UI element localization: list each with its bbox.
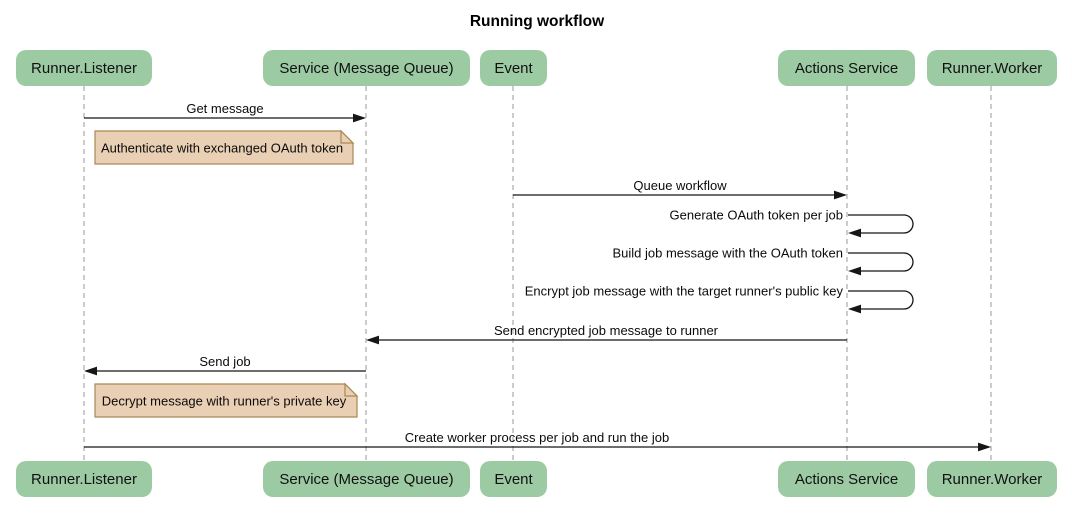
- participant-top-runner-worker: Runner.Worker: [927, 50, 1057, 86]
- self-message-encrypt-job-message: Encrypt job message with the target runn…: [525, 284, 914, 314]
- participant-box: [778, 461, 915, 497]
- participant-label: Runner.Worker: [942, 471, 1043, 488]
- note-authenticate: Authenticate with exchanged OAuth token: [94, 129, 355, 165]
- participant-bottom-actions-service: Actions Service: [778, 461, 915, 497]
- arrowhead-left-icon: [84, 366, 97, 376]
- participant-bottom-runner-worker: Runner.Worker: [927, 461, 1057, 497]
- arrowhead-left-icon: [366, 335, 379, 345]
- participants-bottom: Runner.Listener Service (Message Queue) …: [16, 461, 1057, 497]
- message-label: Send encrypted job message to runner: [494, 323, 719, 338]
- participant-label: Service (Message Queue): [279, 471, 453, 488]
- participant-top-event: Event: [480, 50, 547, 86]
- message-send-job: Send job: [84, 354, 366, 376]
- note-fold-corner-icon: [340, 129, 355, 144]
- note-box: [94, 130, 354, 165]
- participant-label: Actions Service: [795, 60, 898, 77]
- participant-box: [480, 50, 547, 86]
- message-label: Queue workflow: [633, 178, 727, 193]
- participant-top-actions-service: Actions Service: [778, 50, 915, 86]
- note-fold-corner-icon: [344, 382, 359, 397]
- self-message-generate-oauth-token: Generate OAuth token per job: [670, 208, 914, 238]
- arrowhead-left-icon: [848, 304, 861, 314]
- participant-label: Runner.Listener: [31, 471, 137, 488]
- participant-box: [16, 461, 152, 497]
- diagram-title: Running workflow: [470, 13, 605, 30]
- self-loop-line: [848, 252, 914, 272]
- message-create-worker-process: Create worker process per job and run th…: [84, 430, 991, 452]
- note-decrypt: Decrypt message with runner's private ke…: [94, 382, 359, 418]
- participant-box: [16, 50, 152, 86]
- self-message-build-job-message: Build job message with the OAuth token: [612, 246, 914, 276]
- arrowhead-right-icon: [978, 442, 991, 452]
- note-label: Decrypt message with runner's private ke…: [102, 394, 347, 409]
- self-loop-line: [848, 290, 914, 310]
- participant-label: Actions Service: [795, 471, 898, 488]
- message-label: Get message: [186, 101, 263, 116]
- message-label: Send job: [199, 354, 250, 369]
- participant-box: [263, 50, 470, 86]
- participant-box: [480, 461, 547, 497]
- participants-top: Runner.Listener Service (Message Queue) …: [16, 50, 1057, 86]
- participant-box: [778, 50, 915, 86]
- participant-label: Service (Message Queue): [279, 60, 453, 77]
- message-label: Generate OAuth token per job: [670, 208, 843, 223]
- participant-bottom-service-message-queue: Service (Message Queue): [263, 461, 470, 497]
- message-queue-workflow: Queue workflow: [513, 178, 847, 200]
- participant-label: Runner.Listener: [31, 60, 137, 77]
- arrowhead-right-icon: [834, 190, 847, 200]
- self-loop-line: [848, 214, 914, 234]
- arrowhead-left-icon: [848, 228, 861, 238]
- participant-box: [263, 461, 470, 497]
- participant-label: Runner.Worker: [942, 60, 1043, 77]
- message-send-encrypted-job: Send encrypted job message to runner: [366, 323, 847, 345]
- arrowhead-left-icon: [848, 266, 861, 276]
- participant-box: [927, 461, 1057, 497]
- note-box: [94, 383, 358, 418]
- participant-top-service-message-queue: Service (Message Queue): [263, 50, 470, 86]
- participant-bottom-event: Event: [480, 461, 547, 497]
- message-get-message: Get message: [84, 101, 366, 123]
- message-label: Build job message with the OAuth token: [612, 246, 843, 261]
- participant-bottom-runner-listener: Runner.Listener: [16, 461, 152, 497]
- participant-box: [927, 50, 1057, 86]
- participant-top-runner-listener: Runner.Listener: [16, 50, 152, 86]
- participant-label: Event: [494, 471, 533, 488]
- arrowhead-right-icon: [353, 113, 366, 123]
- message-label: Encrypt job message with the target runn…: [525, 284, 844, 299]
- note-label: Authenticate with exchanged OAuth token: [101, 141, 343, 156]
- participant-label: Event: [494, 60, 533, 77]
- message-label: Create worker process per job and run th…: [405, 430, 669, 445]
